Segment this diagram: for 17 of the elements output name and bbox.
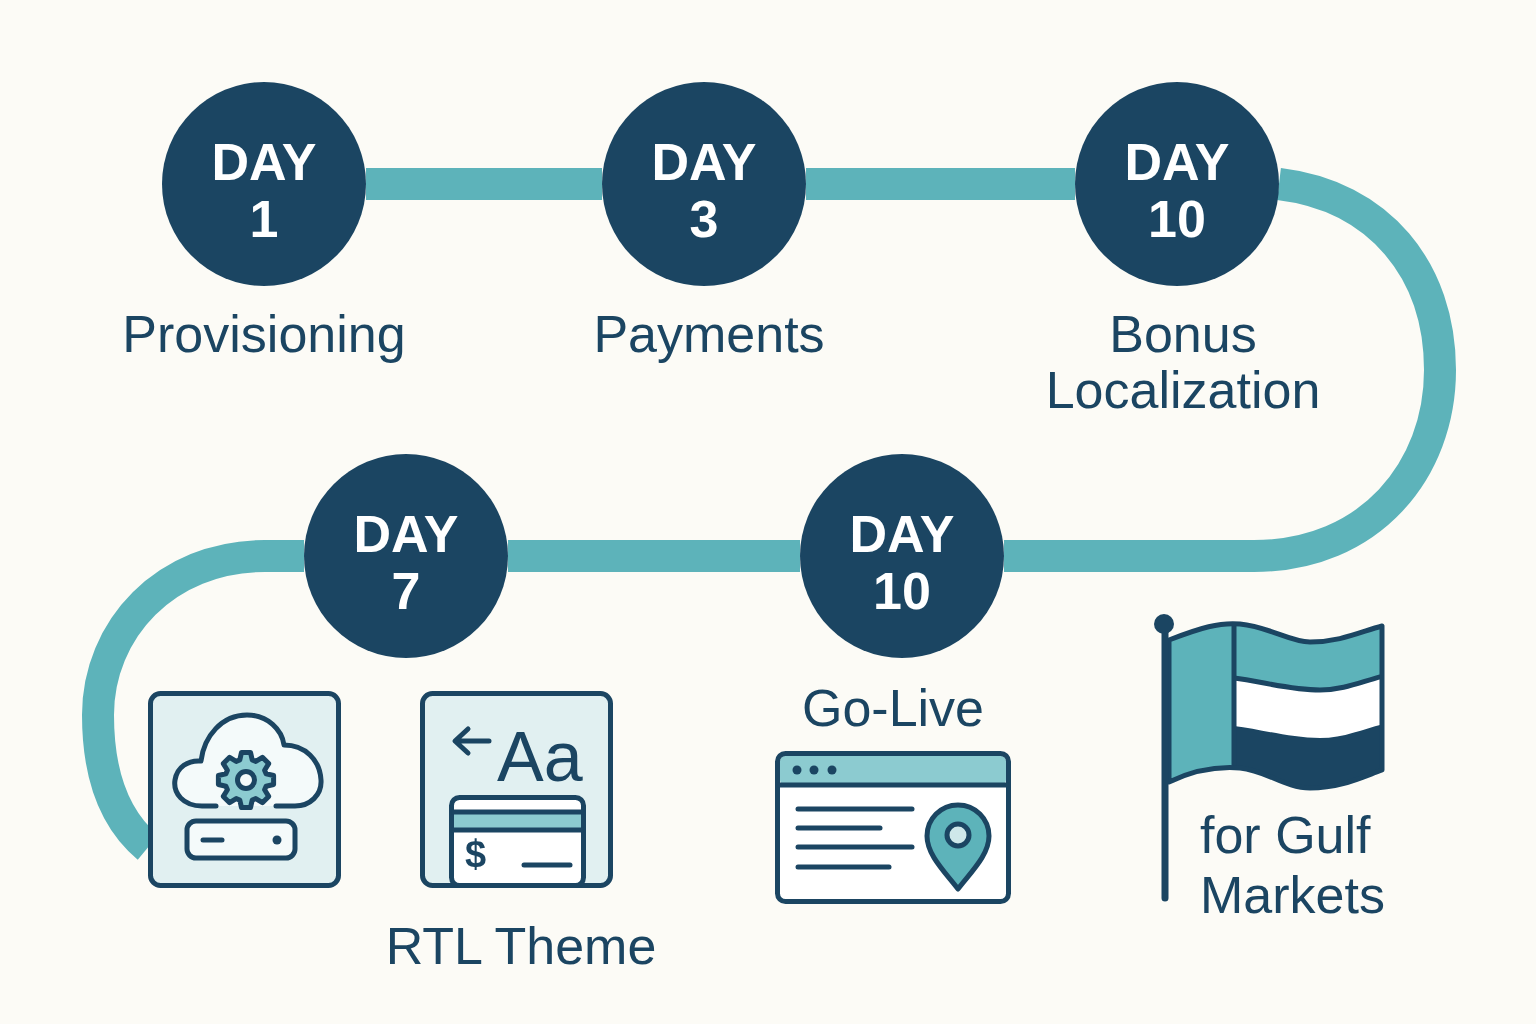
timeline-connector — [366, 168, 602, 200]
milestone-label: RTL Theme — [384, 918, 658, 974]
dollar-sign-text: $ — [465, 835, 487, 873]
flag-caption: for Gulf Markets — [1200, 805, 1386, 925]
day-label: DAY 7 — [352, 506, 460, 620]
day-label: DAY 1 — [210, 134, 318, 248]
milestone-label: Provisioning — [121, 306, 407, 362]
milestone-label: Go-Live — [800, 680, 986, 736]
timeline-connector — [806, 168, 1075, 200]
timeline-connector — [508, 540, 800, 572]
day-label: DAY 10 — [1123, 134, 1231, 248]
milestone-label: Payments — [592, 306, 826, 362]
day-label: DAY 3 — [650, 134, 758, 248]
font-sample-text: Aa — [497, 722, 583, 792]
milestone-label: Bonus Localization — [1044, 306, 1322, 418]
cloud-server-icon — [148, 691, 341, 888]
day-label: DAY 10 — [848, 506, 956, 620]
